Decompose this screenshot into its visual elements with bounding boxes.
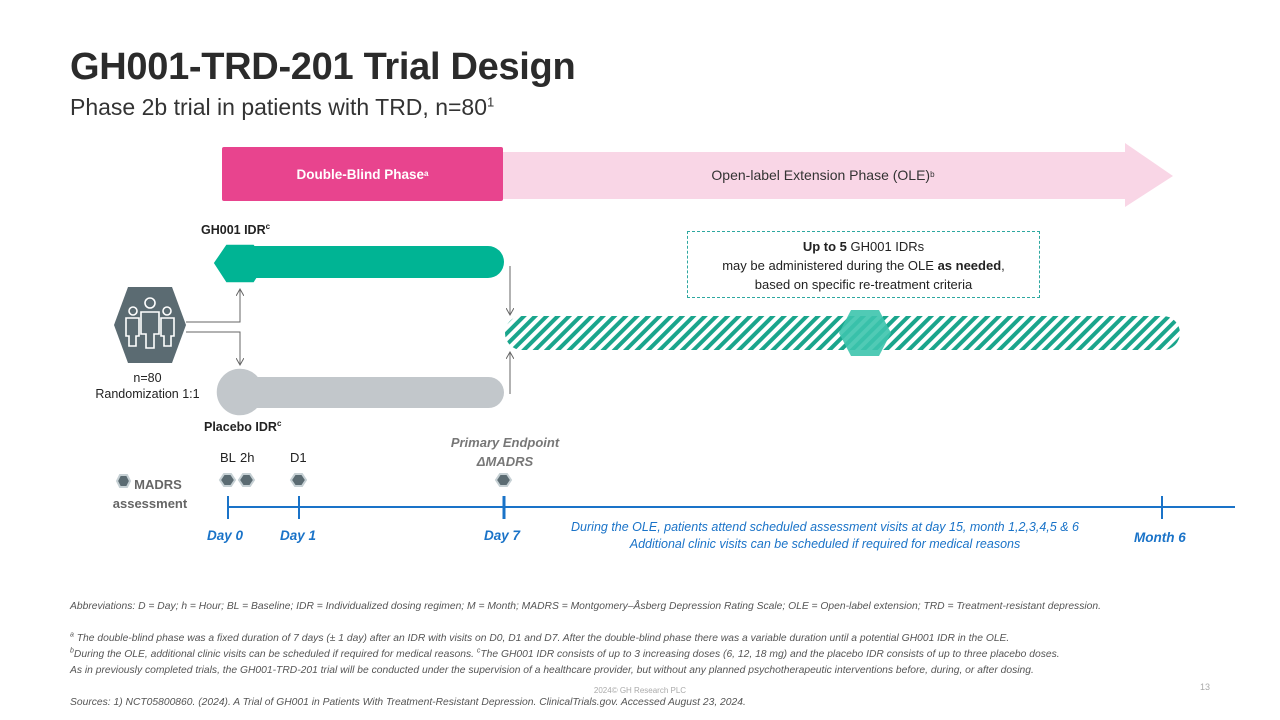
gh001-arm-label: GH001 IDRc <box>201 221 271 237</box>
footnote-c-text: The GH001 IDR consists of up to 3 increa… <box>480 649 1060 660</box>
ole-info-comma: , <box>1001 258 1005 273</box>
day7-label: Day 7 <box>484 528 521 543</box>
subtitle-text: Phase 2b trial in patients with TRD, n=8… <box>70 94 487 120</box>
people-icon <box>125 297 175 349</box>
ole-info-line1: Up to 5 GH001 IDRs <box>688 237 1039 256</box>
ole-info-box: Up to 5 GH001 IDRs may be administered d… <box>687 231 1040 298</box>
double-blind-label: Double-Blind Phase <box>296 166 425 182</box>
page-title: GH001-TRD-201 Trial Design <box>70 46 576 88</box>
gh001-arm-text: GH001 IDR <box>201 223 266 237</box>
ole-note-line1: During the OLE, patients attend schedule… <box>571 520 1079 534</box>
madrs-markers <box>115 473 513 488</box>
placebo-arm-label: Placebo IDRc <box>204 418 282 434</box>
ole-phase-label: Open-label Extension Phase (OLE)b <box>711 167 935 183</box>
group-randomization: Randomization 1:1 <box>95 387 200 401</box>
footnote-a-text: The double-blind phase was a fixed durat… <box>73 633 1010 644</box>
footnote-abbreviations: Abbreviations: D = Day; h = Hour; BL = B… <box>70 601 1101 612</box>
copyright: 2024© GH Research PLC <box>593 686 687 695</box>
footnote-a-marker: a <box>70 631 74 639</box>
ole-phase-arrow <box>503 143 1173 207</box>
madrs-legend-hexagon-icon <box>115 474 132 488</box>
ole-note-line2: Additional clinic visits can be schedule… <box>629 537 1021 551</box>
madrs-line2: assessment <box>112 496 188 511</box>
madrs-bl-hexagon-icon <box>218 473 237 487</box>
madrs-assessment-label: MADRS assessment <box>100 475 200 513</box>
placebo-arm-text: Placebo IDR <box>204 420 277 434</box>
2h-label: 2h <box>240 450 255 465</box>
gh001-arm-bar <box>224 246 504 278</box>
ole-label-text: Open-label Extension Phase (OLE) <box>711 167 931 183</box>
ole-info-pre: may be administered during the OLE <box>722 258 938 273</box>
ole-info-as-needed: as needed <box>937 258 1002 273</box>
connector-to-gh001 <box>186 290 240 323</box>
bl-label: BL <box>220 450 236 465</box>
madrs-d7-hexagon-icon <box>494 473 513 487</box>
ole-dose-hexagon-icon <box>839 310 891 356</box>
footnote-sources: Sources: 1) NCT05800860. (2024). A Trial… <box>70 697 746 708</box>
madrs-line1: MADRS <box>134 477 182 492</box>
patient-group-hexagon-icon <box>114 287 186 363</box>
ole-info-line2: may be administered during the OLE as ne… <box>688 256 1039 275</box>
footnote-a: a The double-blind phase was a fixed dur… <box>70 631 1230 647</box>
subtitle-footnote-ref: 1 <box>487 94 495 110</box>
footnote-bc: bDuring the OLE, additional clinic visit… <box>70 647 1230 663</box>
day1-label: Day 1 <box>280 528 317 543</box>
group-n: n=80 <box>133 371 162 385</box>
page-subtitle: Phase 2b trial in patients with TRD, n=8… <box>70 94 494 121</box>
ole-info-up-to: Up to 5 <box>802 239 847 254</box>
placebo-arm-bar <box>224 377 504 408</box>
ole-visit-note: During the OLE, patients attend schedule… <box>530 519 1120 553</box>
footnote-c-marker: c <box>476 647 481 655</box>
footnote-supervision: As in previously completed trials, the G… <box>70 665 1034 676</box>
madrs-2h-hexagon-icon <box>237 473 256 487</box>
placebo-footnote-ref: c <box>276 418 282 428</box>
connector-to-placebo <box>186 331 240 364</box>
primary-endpoint-line1: Primary Endpoint <box>450 435 560 450</box>
gh001-footnote-ref: c <box>265 221 271 231</box>
primary-endpoint-line2: ΔMADRS <box>476 454 534 469</box>
madrs-d1-hexagon-icon <box>289 473 308 487</box>
ole-info-idrs: GH001 IDRs <box>846 239 925 254</box>
month6-label: Month 6 <box>1134 530 1186 545</box>
day0-label: Day 0 <box>207 528 244 543</box>
footnote-b-text: During the OLE, additional clinic visits… <box>73 649 477 660</box>
d1-label: D1 <box>290 450 307 465</box>
primary-endpoint-label: Primary Endpoint ΔMADRS <box>430 433 580 471</box>
ole-info-line3: based on specific re-treatment criteria <box>754 277 973 292</box>
footnote-b-marker: b <box>70 647 74 655</box>
patient-group-caption: n=80 Randomization 1:1 <box>80 370 215 402</box>
page-number: 13 <box>1199 682 1210 692</box>
